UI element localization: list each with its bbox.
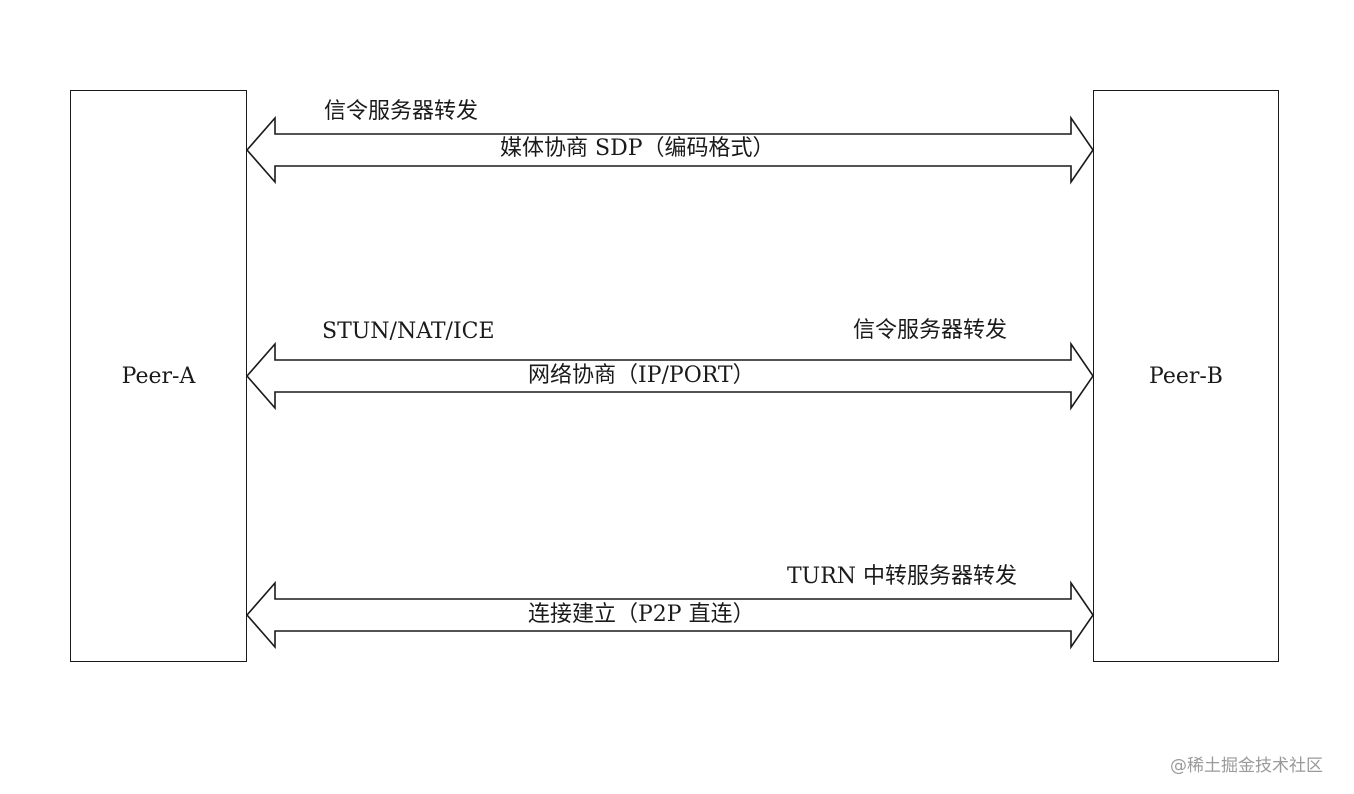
network-negotiation-label: 网络协商（IP/PORT） — [528, 363, 755, 388]
media-negotiation-arrow — [245, 115, 1094, 185]
peer-b-box: Peer-B — [1093, 90, 1279, 662]
connection-established-label: 连接建立（P2P 直连） — [528, 602, 755, 627]
watermark-text: @稀土掘金技术社区 — [1170, 756, 1323, 776]
connection-established-arrow — [245, 580, 1094, 650]
turn-relay-label: TURN 中转服务器转发 — [787, 564, 1018, 589]
peer-b-label: Peer-B — [1149, 363, 1223, 389]
peer-a-box: Peer-A — [70, 90, 247, 662]
network-negotiation-arrow — [245, 341, 1094, 411]
signaling-forward-label-1: 信令服务器转发 — [324, 99, 479, 124]
media-negotiation-label: 媒体协商 SDP（编码格式） — [500, 136, 775, 161]
stun-nat-ice-label: STUN/NAT/ICE — [322, 319, 495, 344]
peer-a-label: Peer-A — [121, 363, 196, 389]
signaling-forward-label-2: 信令服务器转发 — [853, 318, 1008, 343]
